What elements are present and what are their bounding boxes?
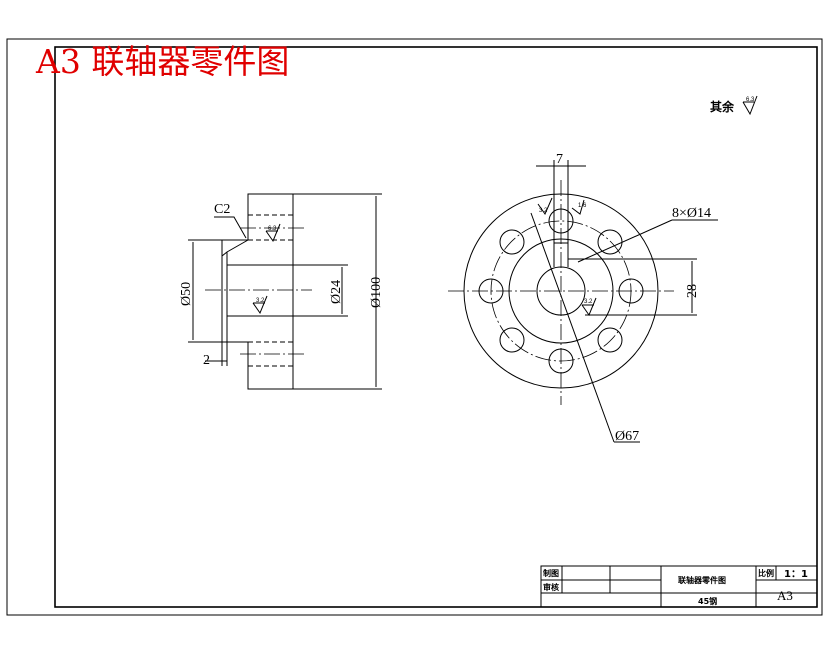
roughness-symbol-icon (581, 297, 597, 317)
dim-outer-diameter: Ø100 (369, 277, 384, 308)
inner-border (54, 46, 818, 608)
dim-bore-diameter: Ø50 (179, 282, 194, 306)
dim-key-height: 28 (685, 284, 700, 298)
section-view: Ø100 Ø24 Ø50 C2 2 6.3 3.2 (179, 193, 384, 390)
tb-scale-value: 1：1 (784, 569, 808, 580)
roughness-symbol-icon (571, 199, 585, 215)
roughness-symbol-icon (265, 223, 281, 243)
rough-front-bore: 3.2 (584, 299, 593, 305)
page-title: A3 联轴器零件图 (35, 42, 289, 81)
front-view: 7 28 8×Ø14 Ø67 3.2 1.6 3.2 (448, 152, 718, 444)
rough-key: 3.2 (539, 208, 548, 214)
rough-top: 6.3 (268, 226, 277, 232)
roughness-symbol-icon (537, 197, 553, 216)
rough-bore: 3.2 (256, 298, 265, 304)
roughness-note-label: 其余 (710, 99, 735, 114)
dim-key-width: 7 (556, 152, 563, 167)
tb-sheet: A3 (777, 588, 793, 603)
tb-made-by: 制图 (543, 568, 559, 578)
dim-width: 2 (203, 353, 210, 368)
dim-hole-diameter: Ø24 (329, 280, 344, 304)
roughness-note-value: 6.3 (746, 97, 755, 103)
dim-chamfer: C2 (214, 202, 230, 217)
roughness-note: 其余 6.3 (710, 95, 758, 116)
tb-checked-by: 审核 (543, 582, 559, 592)
roughness-symbol-icon (252, 295, 268, 315)
tb-scale-label: 比例 (758, 568, 774, 578)
rough-key-2: 1.6 (578, 203, 587, 209)
dim-bolt-holes: 8×Ø14 (672, 206, 711, 221)
dim-pitch-diameter: Ø67 (615, 429, 639, 444)
roughness-symbol-icon (742, 95, 758, 116)
outer-border (6, 38, 823, 616)
title-block: 制图 审核 联轴器零件图 45钢 比例 1：1 A3 (540, 565, 818, 608)
tb-part-name: 联轴器零件图 (678, 575, 726, 585)
tb-material: 45钢 (698, 596, 717, 606)
